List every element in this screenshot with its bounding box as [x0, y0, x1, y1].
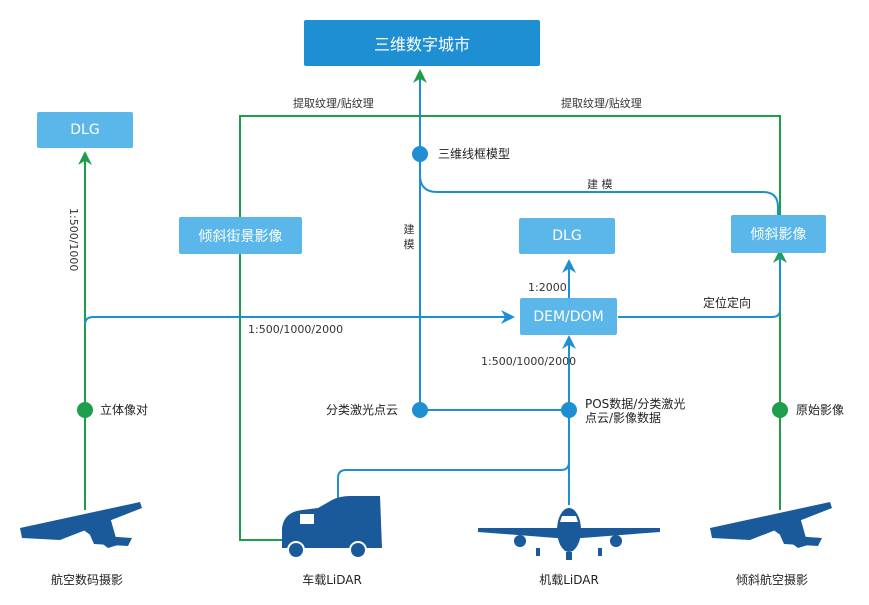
- label-scale-2000: 1:2000: [528, 281, 567, 294]
- label-wireframe: 三维线框模型: [438, 147, 511, 161]
- label-pos-data: POS数据/分类激光 点云/影像数据: [585, 397, 686, 425]
- box-oblique-street: 倾斜街景影像: [179, 217, 302, 254]
- node-stereo: [77, 402, 93, 418]
- label-positioning: 定位定向: [703, 296, 752, 310]
- node-pos: [561, 402, 577, 418]
- label-texture-right: 提取纹理/贴纹理: [561, 97, 642, 110]
- line-aerial-to-dem: [84, 310, 515, 326]
- caption-oblique-aerial: 倾斜航空摄影: [735, 573, 808, 587]
- label-scale-low: 1:500/1000/2000: [481, 355, 577, 368]
- label-model-h: 建 模: [587, 178, 613, 191]
- caption-airborne-lidar: 机载LiDAR: [539, 573, 599, 587]
- box-oblique-image: 倾斜影像: [731, 215, 826, 253]
- box-dlg-left: DLG: [37, 112, 133, 148]
- node-wireframe: [412, 146, 428, 162]
- jet-icon: [478, 508, 660, 560]
- box-dem-dom: DEM/DOM: [520, 298, 617, 335]
- label-model-v: 建模: [403, 223, 415, 251]
- airplane-icon: [20, 502, 142, 548]
- caption-vehicle-lidar: 车载LiDAR: [302, 573, 362, 587]
- label-texture-left: 提取纹理/贴纹理: [293, 97, 374, 110]
- box-3d-city: 三维数字城市: [304, 20, 540, 66]
- line-van-to-pos: [337, 410, 570, 505]
- van-icon: [282, 496, 382, 559]
- label-classified: 分类激光点云: [326, 403, 399, 417]
- line-model-right: [419, 174, 779, 216]
- box-dlg-mid: DLG: [519, 218, 615, 254]
- caption-aerial-photo: 航空数码摄影: [50, 573, 123, 587]
- airplane-icon: [710, 502, 832, 548]
- label-raw-image: 原始影像: [796, 403, 845, 417]
- label-scale-left: 1:500/1000: [67, 208, 80, 272]
- line-oblique-image-to-city: [420, 115, 781, 216]
- node-classified: [412, 402, 428, 418]
- line-oblique-to-dem: [618, 256, 781, 318]
- label-scale-mid: 1:500/1000/2000: [248, 323, 344, 336]
- label-stereo: 立体像对: [100, 403, 149, 417]
- node-raw-image: [772, 402, 788, 418]
